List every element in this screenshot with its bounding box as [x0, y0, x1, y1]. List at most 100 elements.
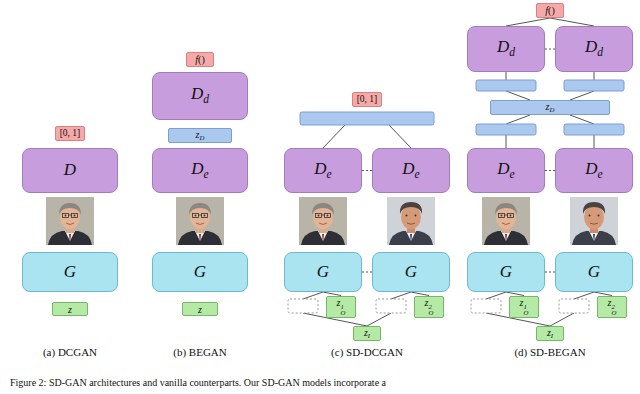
placeholder-box	[559, 299, 589, 313]
node-label: De	[585, 160, 602, 182]
node-label: [0, 1]	[60, 128, 81, 138]
panel-caption: (b) BEGAN	[135, 346, 265, 358]
node-label: G	[588, 263, 600, 282]
wire	[367, 313, 391, 326]
wire	[303, 292, 323, 299]
discriminator-box: De	[467, 148, 545, 193]
feature-bar	[476, 80, 536, 91]
connector-line	[323, 292, 341, 296]
latent-box: zO1	[509, 296, 539, 318]
node-label: G	[64, 263, 76, 282]
latent-box: zO1	[326, 296, 356, 318]
panel-caption: (c) SD-DCGAN	[302, 346, 432, 358]
latent-box: zI	[353, 326, 381, 341]
placeholder-box	[376, 299, 406, 313]
discriminator-box: De	[284, 148, 362, 193]
generator-box: G	[555, 252, 633, 292]
node-label: G	[405, 263, 417, 282]
weight-sharing-line	[545, 49, 555, 50]
connector-line	[506, 292, 524, 296]
face-photo	[176, 197, 224, 245]
face-photo	[387, 197, 435, 245]
node-label: zO1	[520, 297, 529, 317]
discriminator-box: Dd	[467, 26, 545, 72]
node-label: G	[317, 263, 329, 282]
wire	[570, 115, 594, 124]
wire	[506, 72, 507, 80]
wire	[389, 125, 411, 148]
output-box: f()	[536, 3, 564, 18]
node-label: De	[314, 160, 331, 182]
node-label: zD	[546, 101, 555, 114]
weight-sharing-line	[545, 272, 555, 273]
discriminator-box: De	[372, 148, 450, 193]
node-label: Dd	[191, 85, 209, 107]
latent-box: z	[182, 302, 218, 316]
embedding-bar: zD	[168, 128, 232, 143]
wire	[391, 292, 411, 299]
figure-caption: Figure 2: SD-GAN architectures and vanil…	[10, 377, 386, 388]
node-label: f()	[545, 5, 554, 16]
discriminator-box: De	[555, 148, 633, 193]
node-label: Dd	[497, 38, 515, 60]
node-label: De	[402, 160, 419, 182]
placeholder-box	[288, 299, 318, 313]
wire	[594, 72, 595, 80]
wire	[594, 135, 595, 148]
output-box: [0, 1]	[55, 126, 85, 141]
feature-bar	[300, 112, 434, 125]
wire	[506, 135, 507, 148]
discriminator-box: Dd	[555, 26, 633, 72]
node-label: De	[497, 160, 514, 182]
node-label: f()	[195, 54, 204, 65]
wire	[574, 292, 594, 299]
connector-line	[594, 292, 612, 296]
connector-line	[506, 18, 550, 26]
connector-line	[550, 18, 594, 26]
face-photo	[46, 197, 94, 245]
latent-box: zO2	[597, 296, 627, 318]
panel-caption: (d) SD-BEGAN	[485, 346, 615, 358]
feature-bar	[564, 124, 624, 135]
latent-box: zI	[536, 326, 564, 341]
node-label: De	[191, 160, 208, 182]
weight-sharing-line	[362, 272, 372, 273]
node-label: G	[500, 263, 512, 282]
embedding-bar: zD	[490, 100, 610, 115]
discriminator-box: De	[152, 148, 248, 193]
node-label: zO2	[608, 297, 617, 317]
output-box: [0, 1]	[352, 92, 382, 107]
wire	[570, 91, 594, 100]
node-label: z	[68, 304, 72, 315]
latent-box: z	[52, 302, 88, 316]
node-label: zI	[364, 327, 370, 340]
node-label: zI	[547, 327, 553, 340]
weight-sharing-line	[362, 170, 372, 171]
face-photo	[482, 197, 530, 245]
feature-bars	[300, 80, 624, 135]
feature-bar	[476, 124, 536, 135]
wire	[506, 91, 530, 100]
wire	[506, 115, 530, 124]
node-label: z	[198, 304, 202, 315]
node-label: Dd	[585, 38, 603, 60]
connector-line	[411, 292, 429, 296]
generator-box: G	[467, 252, 545, 292]
output-box: f()	[186, 52, 214, 67]
face-photo	[570, 197, 618, 245]
generator-box: G	[372, 252, 450, 292]
generator-box: G	[284, 252, 362, 292]
latent-box: zO2	[414, 296, 444, 318]
discriminator-box: D	[22, 148, 118, 193]
node-label: zO1	[337, 297, 346, 317]
generator-box: G	[152, 252, 248, 292]
node-label: D	[64, 161, 76, 180]
generator-box: G	[22, 252, 118, 292]
placeholder-box	[471, 299, 501, 313]
wire	[323, 125, 345, 148]
weight-sharing-line	[545, 170, 555, 171]
wire	[550, 313, 574, 326]
node-label: zD	[196, 129, 205, 142]
node-label: G	[194, 263, 206, 282]
